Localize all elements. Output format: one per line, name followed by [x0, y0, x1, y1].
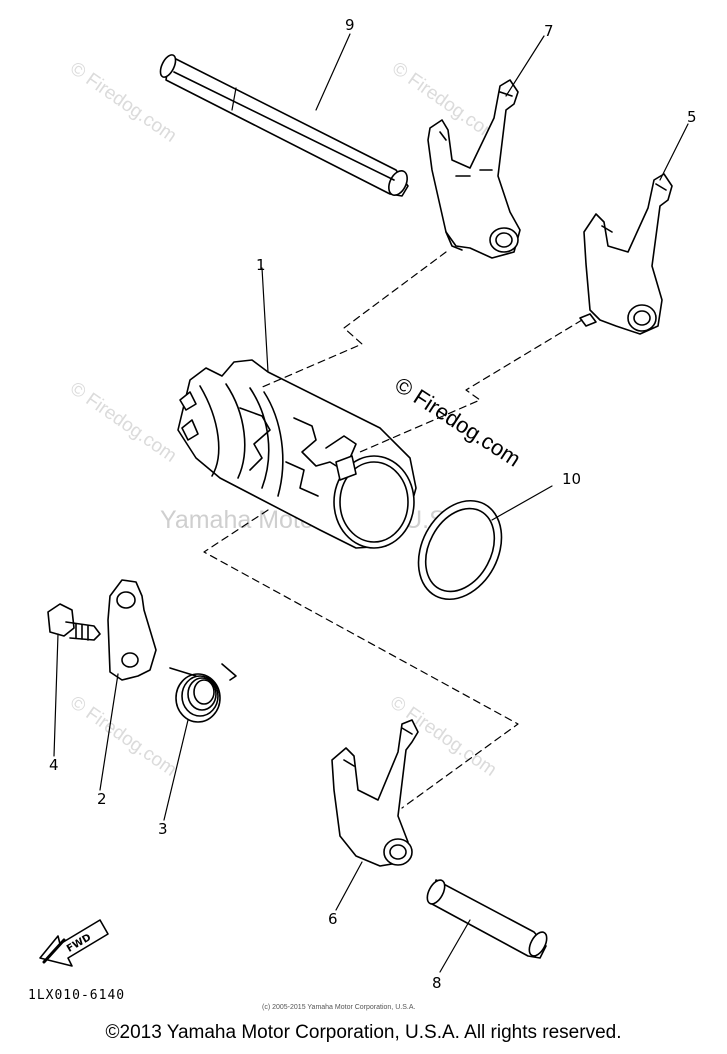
washer-part-10: [417, 499, 503, 601]
leader-3: [163, 719, 189, 821]
assembly-dashed-lines: [203, 251, 583, 809]
shift-fork-part-6: [331, 719, 419, 867]
leader-6: [335, 861, 363, 911]
shift-fork-part-5: [579, 173, 673, 335]
callout-6: 6: [328, 910, 338, 928]
leader-8: [439, 919, 471, 973]
leader-5: [659, 123, 689, 181]
callout-4: 4: [49, 756, 59, 774]
leader-9: [315, 33, 351, 111]
shift-fork-part-7: [427, 79, 521, 259]
leader-7: [505, 35, 545, 97]
callout-7: 7: [544, 22, 554, 40]
footer-copyright: ©2013 Yamaha Motor Corporation, U.S.A. A…: [105, 1022, 622, 1043]
shift-drum-part-1: [177, 359, 417, 549]
torsion-spring-part-3: [169, 663, 237, 723]
pin-part-8: [426, 879, 548, 959]
callout-8: 8: [432, 974, 442, 992]
leader-1: [261, 267, 269, 373]
diagram-code: 1LX010-6140: [28, 988, 126, 1003]
leader-4: [53, 633, 59, 757]
small-copyright: (c) 2005-2015 Yamaha Motor Corporation, …: [262, 1004, 416, 1011]
bolt-part-4: [47, 603, 101, 641]
stopper-lever-part-2: [107, 579, 157, 681]
callout-3: 3: [158, 820, 168, 838]
leader-10: [491, 485, 553, 521]
callout-1: 1: [256, 256, 266, 274]
shift-shaft-part-9: [159, 54, 409, 197]
callout-10: 10: [562, 470, 582, 488]
leader-2: [99, 673, 119, 791]
leader-lines: [53, 33, 689, 973]
callout-2: 2: [97, 790, 107, 808]
callout-9: 9: [345, 16, 355, 34]
callout-5: 5: [687, 108, 697, 126]
fwd-arrow-icon: [39, 919, 109, 967]
